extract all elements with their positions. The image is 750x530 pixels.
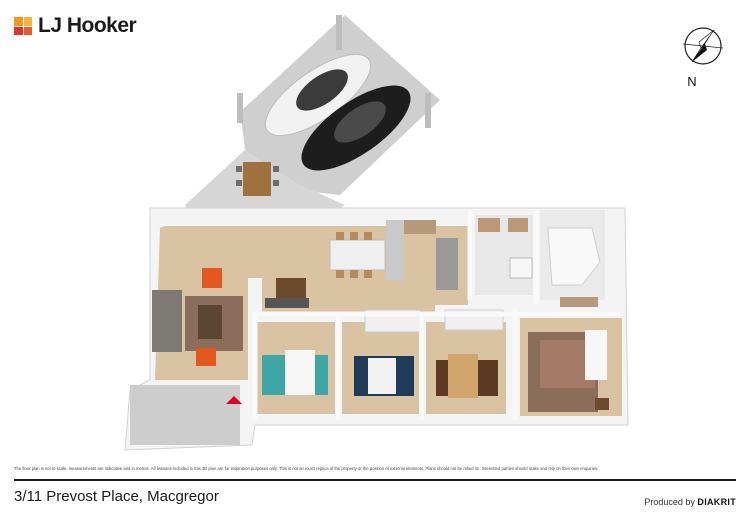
producer-name: DIAKRIT [697,497,736,507]
entry-marker-icon [226,396,242,404]
compass-rose-icon [682,27,724,65]
brand-logo: LJ Hooker [14,14,137,38]
bedroom-1 [257,322,335,414]
property-address: 3/11 Prevost Place, Macgregor [14,488,219,505]
black-car [301,85,411,171]
compass-north-label: N [687,74,697,89]
brand-name: LJ Hooker [38,14,137,37]
producer-prefix: Produced by [644,497,695,507]
disclaimer-text: The floor plan is not to scale, measurem… [14,466,599,471]
bedroom-3 [426,309,506,414]
footer-rule [14,479,736,481]
bedroom-2 [342,309,421,414]
floor-plan-3d [124,15,629,451]
kitchen [329,220,458,290]
internal-walls [252,210,620,420]
patio [185,150,345,215]
living-room [152,268,309,366]
master-bedroom [520,297,622,416]
laundry [478,218,533,279]
logo-mark-icon [14,17,32,35]
producer-credit: Produced by DIAKRIT [644,497,736,507]
